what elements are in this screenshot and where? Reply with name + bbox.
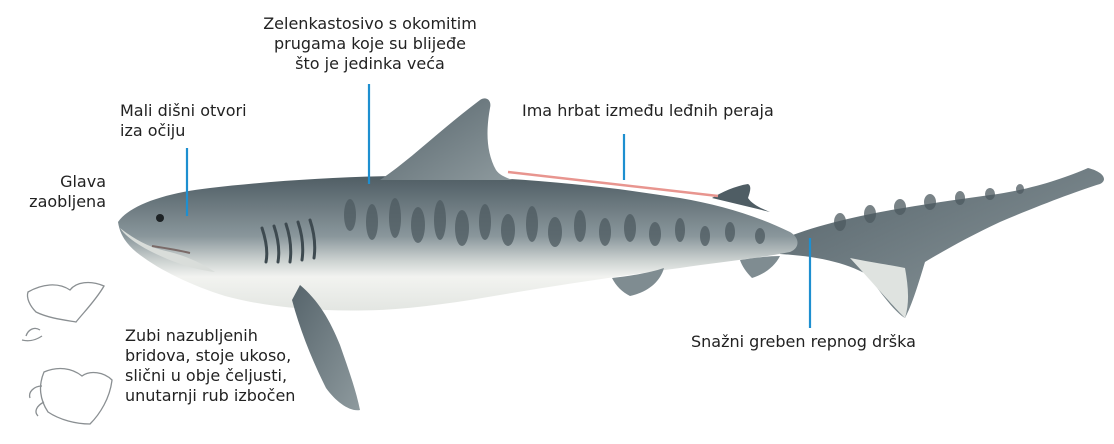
label-spiracles-line-2: iza očiju [120,121,320,141]
anal-fin [740,256,780,278]
label-keel-ridge-text: Ima hrbat između leđnih peraja [522,101,842,121]
label-keel-ridge: Ima hrbat između leđnih peraja [522,101,842,121]
label-caudal-keel-text: Snažni greben repnog drška [691,332,991,352]
tooth-sketches [22,283,112,424]
label-caudal-keel: Snažni greben repnog drška [691,332,991,352]
label-head-line-1: Glava [4,172,106,192]
label-teeth-line-2: bridova, stoje ukoso, [125,346,345,366]
label-color-line-2: prugama koje su blijeđe [228,34,512,54]
label-color: Zelenkastosivo s okomitim prugama koje s… [228,14,512,74]
label-teeth-line-4: unutarnji rub izbočen [125,386,345,406]
shark-body [118,176,798,311]
caudal-fin [780,168,1104,318]
lower-tail-lobe [850,258,908,318]
label-teeth-line-1: Zubi nazubljenih [125,326,345,346]
label-head: Glava zaobljena [4,172,106,212]
label-color-line-1: Zelenkastosivo s okomitim [228,14,512,34]
label-spiracles: Mali dišni otvori iza očiju [120,101,320,141]
label-spiracles-line-1: Mali dišni otvori [120,101,320,121]
first-dorsal-fin [380,98,512,180]
lower-tooth-sketch [41,369,112,424]
label-teeth-line-3: slični u obje čeljusti, [125,366,345,386]
label-head-line-2: zaobljena [4,192,106,212]
eye [156,214,164,222]
label-teeth: Zubi nazubljenih bridova, stoje ukoso, s… [125,326,345,406]
upper-tooth-sketch [27,283,104,322]
label-color-line-3: što je jedinka veća [228,54,512,74]
